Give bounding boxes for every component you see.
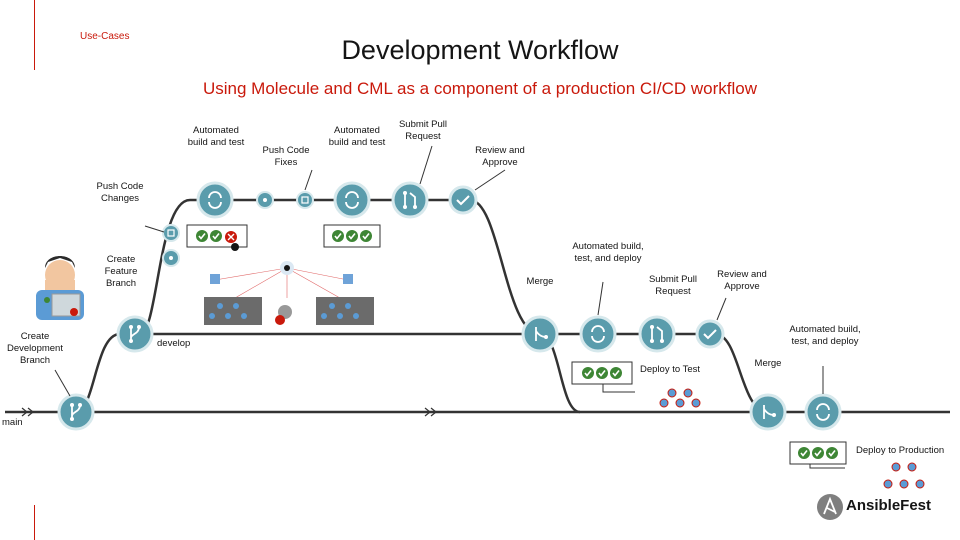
sync-icon-deploy-2 — [804, 393, 842, 431]
label-main-branch: main — [2, 417, 23, 428]
page-subtitle: Using Molecule and CML as a component of… — [202, 79, 758, 98]
label-deploy-test: Deploy to Test — [640, 364, 701, 375]
network-topology-icon-prod — [883, 462, 925, 489]
label-review-approve-2: Review and Approve — [717, 269, 767, 292]
flow-arrows — [21, 407, 437, 417]
network-topology-icon-test — [659, 388, 701, 408]
label-automated-build-2: Automated build and test — [328, 125, 386, 148]
branch-icon-feature — [116, 315, 154, 353]
branch-icon-main — [57, 393, 95, 431]
label-create-development-branch: Create Development Branch — [7, 331, 63, 366]
test-result-box-passed-3 — [789, 441, 847, 465]
label-push-code-changes: Push Code Changes — [96, 181, 144, 204]
label-merge-2: Merge — [754, 358, 782, 369]
commit-node-small-1 — [162, 249, 180, 267]
label-submit-pr-2: Submit Pull Request — [648, 274, 698, 297]
brand-name: AnsibleFest — [846, 497, 932, 514]
commit-node-small-2 — [162, 224, 180, 242]
merge-icon-2 — [749, 393, 787, 431]
label-merge-1: Merge — [526, 276, 554, 287]
sync-icon-deploy-1 — [579, 315, 617, 353]
label-review-approve-1: Review and Approve — [475, 145, 525, 168]
topology-diagram — [214, 267, 349, 299]
test-result-box-failed — [186, 224, 248, 251]
bug-icon — [231, 243, 239, 251]
label-deploy-production: Deploy to Production — [856, 445, 945, 456]
label-automated-deploy-1: Automated build, test, and deploy — [572, 241, 644, 264]
commit-node-small-3 — [256, 191, 274, 209]
section-tag: Use-Cases — [80, 31, 130, 42]
label-create-feature-branch: Create Feature Branch — [104, 254, 138, 289]
label-push-code-fixes: Push Code Fixes — [262, 145, 310, 168]
approve-icon-1 — [448, 185, 478, 215]
label-submit-pr-1: Submit Pull Request — [398, 119, 448, 142]
sync-icon-build-2 — [333, 181, 371, 219]
ansiblefest-logo-icon — [817, 494, 843, 520]
developer-avatar — [36, 256, 84, 320]
commit-node-small-4 — [296, 191, 314, 209]
left-accent-bar-top — [34, 0, 35, 70]
topology-nodes — [204, 261, 374, 325]
develop-branch-line — [75, 332, 581, 414]
approve-icon-2 — [695, 319, 725, 349]
pull-request-icon-2 — [638, 315, 676, 353]
sync-icon-build-1 — [196, 181, 234, 219]
test-result-box-passed-2 — [571, 361, 633, 385]
label-automated-build-1: Automated build and test — [187, 125, 245, 148]
page-title: Development Workflow — [341, 35, 619, 65]
label-automated-deploy-2: Automated build, test, and deploy — [789, 324, 861, 347]
pull-request-icon-1 — [391, 181, 429, 219]
left-accent-bar-bottom — [34, 505, 35, 540]
test-result-box-passed-1 — [323, 224, 381, 248]
merge-icon-1 — [521, 315, 559, 353]
label-develop-branch: develop — [157, 338, 191, 349]
